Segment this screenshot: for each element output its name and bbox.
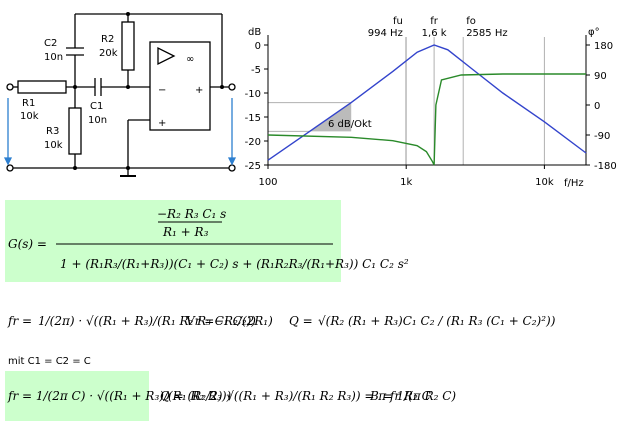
resistor-r2 [121,21,135,71]
label-c1-value: 10n [88,115,107,126]
label-c2: C2 [44,38,57,49]
resistor-r3 [68,107,82,155]
fr-label: fr = [7,314,32,328]
y-left-tick-label: -5 [251,65,261,76]
y-left-tick-label: 0 [255,41,261,52]
condition-text: mit C1 = C2 = C [8,356,91,367]
formula-row-general: fr = 1/(2π) · √((R₁ + R₃)/(R₁ R₂ R₃ C₁ C… [7,314,556,328]
y-left-tick-label: -20 [245,137,261,148]
label-c2-value: 10n [44,52,63,63]
marker-value-fo: 2585 Hz [466,28,507,39]
y-right-tick-label: 90 [594,71,607,82]
opamp-infinity: ∞ [186,54,194,65]
y-right-tick-label: -90 [594,131,610,142]
circuit-schematic [3,13,237,177]
label-c1: C1 [90,101,103,112]
g-numerator: −R₂ R₃ C₁ s [157,207,226,221]
y-left-tick-label: -15 [245,113,261,124]
opamp-box [149,41,211,131]
label-r1: R1 [22,98,35,109]
series-phase [267,73,586,166]
y-left-tick-label: -10 [245,89,261,100]
x-tick-label: 10k [535,177,554,188]
bandwidth: B = 1/(π R₂ C) [369,389,456,403]
opamp-minus: − [158,85,166,96]
vr-label: Vr = [186,314,214,328]
y-right-tick-label: 0 [594,101,600,112]
x-tick-label: 100 [258,177,277,188]
g-denominator: 1 + (R₁R₃/(R₁+R₃))(C₁ + C₂) s + (R₁R₂R₃/… [60,257,409,271]
fr-special: fr = 1/(2π C) · √((R₁ + R₃)/(R₁ R₂ R₃)) [7,389,232,403]
y-left-tick-label: -25 [245,161,261,172]
y-right-tick-label: 180 [594,41,613,52]
resistor-r1 [17,80,67,94]
g-numerator-denominator: R₁ + R₃ [162,225,209,239]
highlight-g [5,200,341,282]
formula-row-special: fr = 1/(2π C) · √((R₁ + R₃)/(R₁ R₂ R₃)) … [7,389,456,403]
x-unit-label: f/Hz [564,178,584,189]
label-r1-value: 10k [20,111,39,122]
marker-name-fu: fu [393,16,403,27]
opamp-plus: + [158,118,166,129]
series-magnitude [267,44,587,161]
y-left-label: dB [248,27,261,38]
bode-chart: 0 -5 -10 -15 -20 -25 180 90 0 -90 -180 100 1k 10k fu99… [245,16,617,188]
q-expression: √(R₂ (R₁ + R₃)C₁ C₂ / (R₁ R₃ (C₁ + C₂)²)… [318,314,556,328]
x-tick-label: 1k [400,177,412,188]
y-right-label: φ° [588,27,600,38]
label-r3-value: 10k [44,140,63,151]
formula-transfer-function: G(s) = −R₂ R₃ C₁ s R₁ + R₃ 1 + (R₁R₃/(R₁… [8,207,409,271]
marker-name-fo: fo [466,16,476,27]
vr-expression: −R₂/(2R₁) [214,314,273,328]
label-r3: R3 [46,126,59,137]
label-r2: R2 [101,34,114,45]
marker-name-fr: fr [430,16,439,27]
q-label: Q = [289,314,313,328]
fr-expression: 1/(2π) · √((R₁ + R₃)/(R₁ R₂ R₃ C₁ C₂)) [38,314,256,328]
marker-value-fr: 1,6 k [422,28,447,39]
slope-annotation: 6 dB/Okt [328,119,372,130]
opamp-plus-out: + [195,85,203,96]
g-label: G(s) = [8,237,47,251]
highlight-fr [5,371,149,421]
marker-value-fu: 994 Hz [368,28,403,39]
q-special: Q = (R₂/2) √((R₁ + R₃)/(R₁ R₂ R₃)) = π f… [160,389,431,403]
label-r2-value: 20k [99,48,118,59]
y-right-tick-label: -180 [594,161,617,172]
